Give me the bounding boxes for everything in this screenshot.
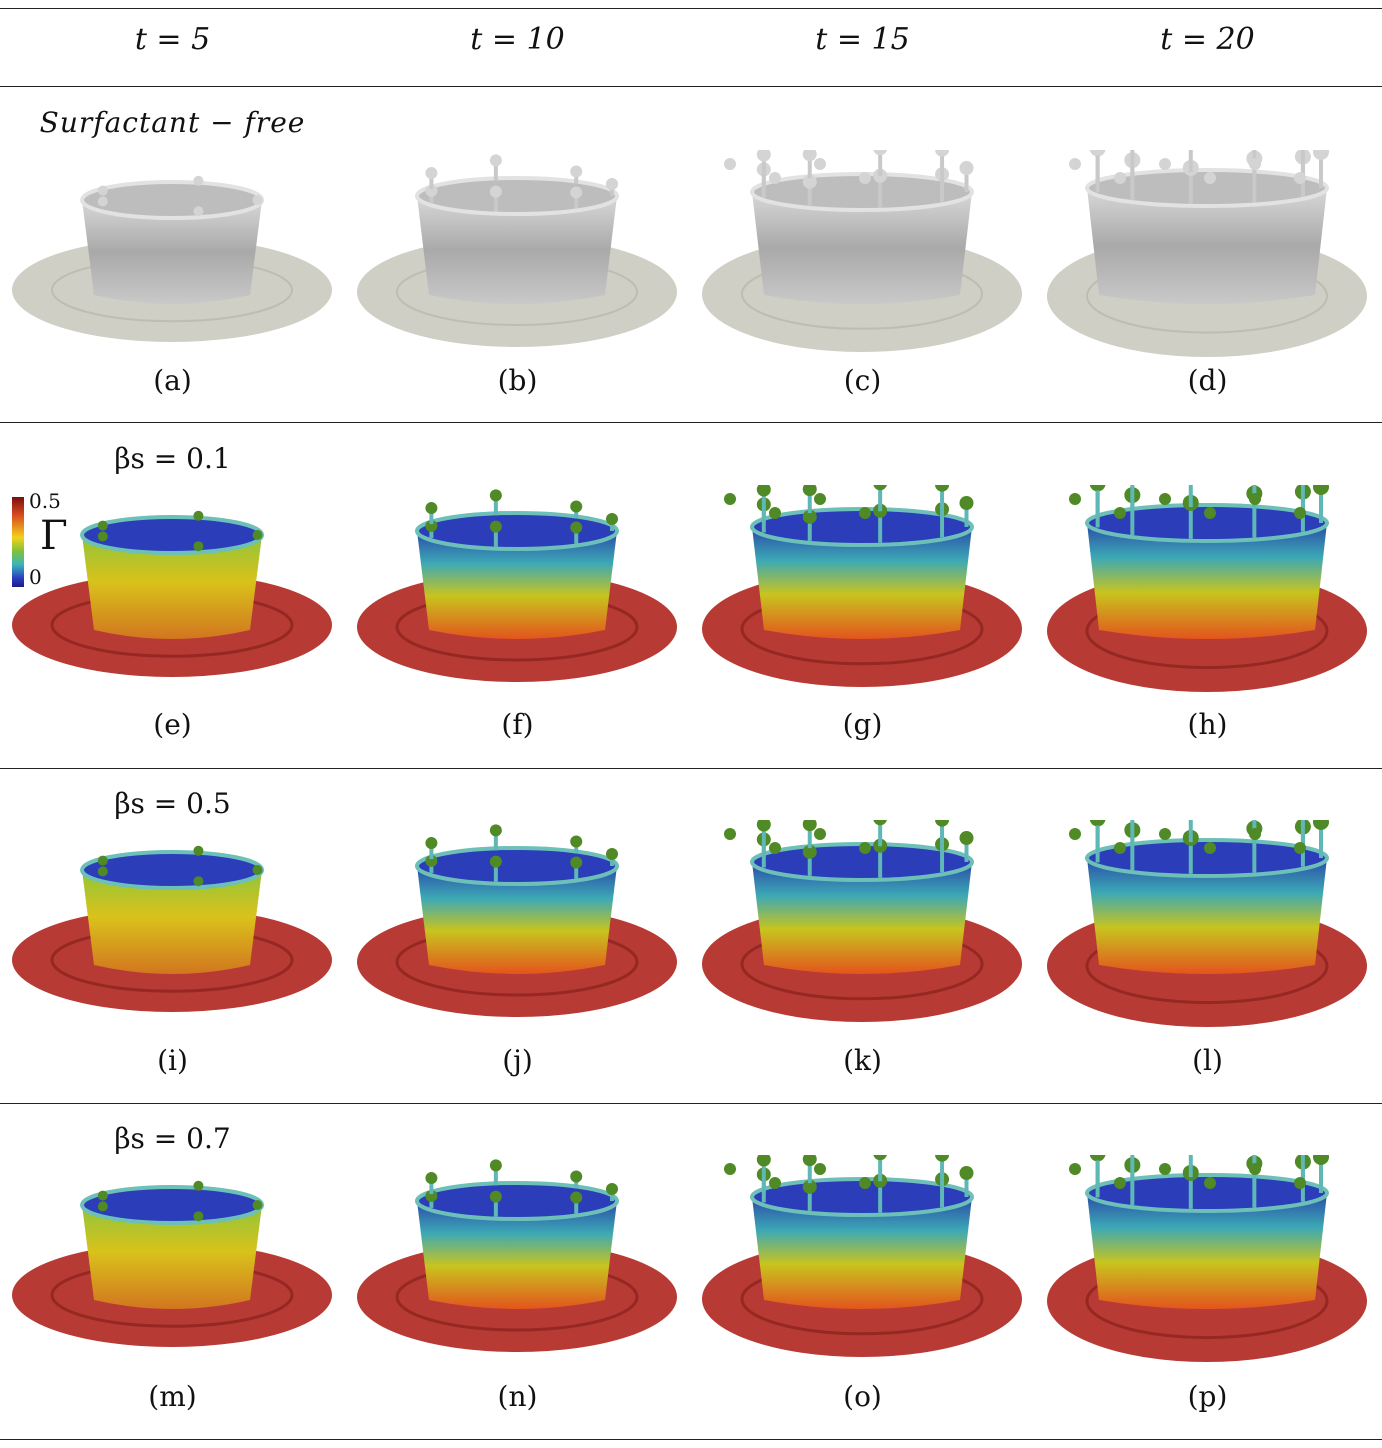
column-header-t10: t = 10 [470,22,565,57]
header-rule [0,86,1382,87]
panel-caption: (f) [501,708,534,741]
splash-panel-k [690,820,1035,1080]
panel-caption: (m) [148,1380,197,1413]
splash-panel-g [690,485,1035,745]
panel-caption: (d) [1187,364,1228,397]
row-label-beta-0-1: βs = 0.1 [114,442,231,475]
column-header-t20: t = 20 [1160,22,1255,57]
colorbar-max-label: 0.5 [29,489,61,513]
bottom-rule [0,1439,1382,1440]
splash-panel-e [0,485,345,745]
panel-caption: (k) [843,1044,882,1077]
row-label-surfactant-free: Surfactant − free [39,106,306,139]
panel-caption: (h) [1187,708,1228,741]
splash-panel-a [0,150,345,410]
splash-panel-b [345,150,690,410]
panel-caption: (e) [153,708,192,741]
panel-caption: (a) [153,364,192,397]
colorbar-gradient [12,497,24,587]
panel-caption: (c) [843,364,882,397]
panel-caption: (n) [497,1380,538,1413]
row-rule-2 [0,768,1382,769]
panel-caption: (b) [497,364,538,397]
splash-panel-p [1035,1155,1380,1415]
panel-caption: (l) [1192,1044,1223,1077]
row-rule-1 [0,422,1382,423]
top-rule [0,8,1382,9]
row-rule-3 [0,1103,1382,1104]
gamma-colorbar: 0.5 Γ 0 [12,489,102,589]
splash-panel-c [690,150,1035,410]
splash-panel-m [0,1155,345,1415]
column-header-t15: t = 15 [815,22,910,57]
column-header-t5: t = 5 [134,22,211,57]
panel-caption: (o) [843,1380,882,1413]
splash-panel-h [1035,485,1380,745]
panel-caption: (p) [1187,1380,1228,1413]
panel-caption: (g) [842,708,883,741]
panel-caption: (i) [157,1044,188,1077]
splash-panel-n [345,1155,690,1415]
splash-panel-f [345,485,690,745]
splash-panel-o [690,1155,1035,1415]
splash-panel-l [1035,820,1380,1080]
row-label-beta-0-5: βs = 0.5 [114,787,231,820]
panel-caption: (j) [502,1044,533,1077]
colorbar-min-label: 0 [29,565,42,589]
colorbar-symbol: Γ [40,513,68,559]
splash-panel-d [1035,150,1380,410]
row-label-beta-0-7: βs = 0.7 [114,1122,231,1155]
splash-panel-j [345,820,690,1080]
splash-panel-i [0,820,345,1080]
